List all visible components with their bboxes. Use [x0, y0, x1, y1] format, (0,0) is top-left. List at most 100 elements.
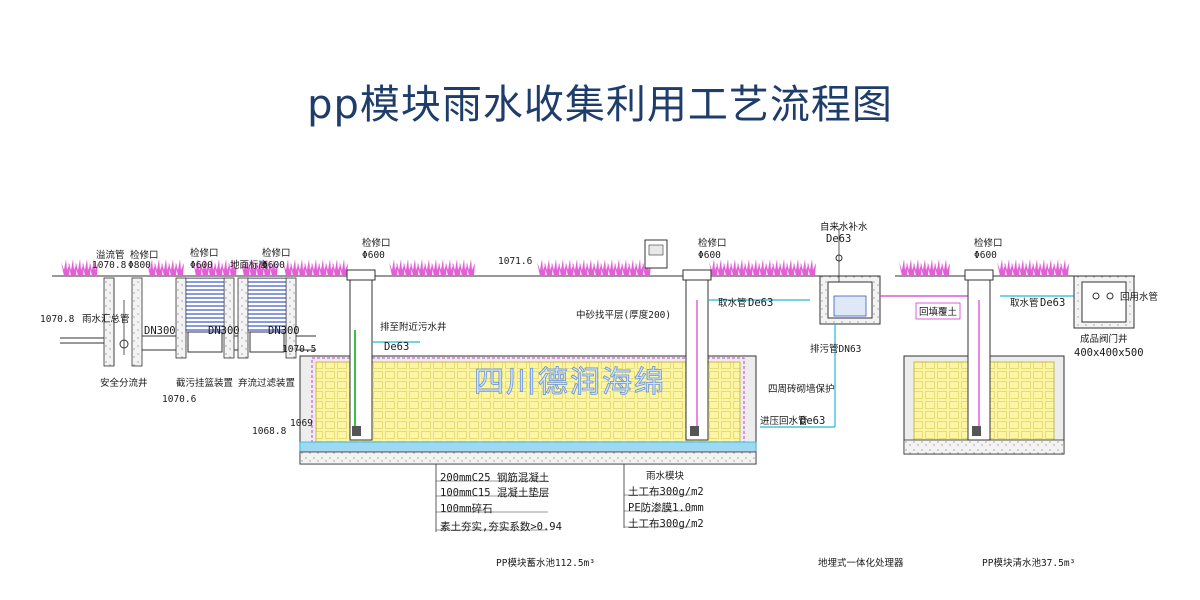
caption-tank-1: PP模块蓄水池112.5m³: [496, 557, 595, 569]
grass-tuft: [934, 259, 943, 276]
grass-tuft: [438, 259, 447, 276]
grass-tuft: [297, 259, 306, 276]
grass-tuft: [75, 259, 84, 276]
grass-tuft: [579, 259, 588, 276]
grass-tuft: [607, 259, 616, 276]
dn300-pipes: [60, 335, 316, 351]
label-intake-2: 取水管: [1010, 297, 1039, 309]
grass-tuft: [424, 259, 433, 276]
grass-tuft: [154, 259, 163, 276]
grass-tuft: [600, 259, 609, 276]
label-safe-well: 安全分流井: [100, 377, 148, 389]
label-dn300-2: DN300: [208, 325, 240, 337]
base-leaders: [435, 464, 692, 532]
grass-tuft: [558, 259, 567, 276]
grass-tuft: [1025, 259, 1034, 276]
grass-tuft: [751, 259, 760, 276]
grass-tuft: [168, 259, 177, 276]
label-intake-1: 取水管: [718, 297, 747, 309]
label-inspect-6: 检修口: [974, 237, 1003, 249]
grass-tuft: [193, 259, 202, 276]
grass-tuft: [147, 259, 156, 276]
inspection-shaft-1: [346, 269, 376, 441]
grass-tuft: [269, 259, 278, 276]
integrated-processor: [819, 228, 881, 325]
grass-tuft: [941, 259, 950, 276]
valve-well: [1073, 275, 1135, 329]
grass-tuft: [593, 259, 602, 276]
grass-tuft: [89, 259, 98, 276]
label-reuse-pipe: 回用水管: [1120, 291, 1158, 303]
grass-tuft: [228, 259, 237, 276]
grass-tuft: [248, 259, 257, 276]
label-perimeter: 四周砖砌墙保护: [768, 383, 835, 395]
grass-tuft: [82, 259, 91, 276]
grass-tuft: [586, 259, 595, 276]
grass-tuft: [283, 259, 292, 276]
grass-tuft: [262, 259, 271, 276]
grass-tuft: [1053, 259, 1062, 276]
grass-tuft: [565, 259, 574, 276]
label-inspect-1: 检修口: [130, 249, 159, 261]
label-pump-pipe: 排至附近污水井: [380, 321, 447, 333]
label-base-2: 100mmC15 混凝土垫层: [440, 486, 549, 499]
grass-tuft: [807, 259, 816, 276]
grass-tuft: [779, 259, 788, 276]
label-sand-layer: 中砂找平层(厚度200): [576, 309, 671, 321]
grass-tuft: [214, 259, 223, 276]
grass-tuft: [906, 259, 915, 276]
grass-tuft: [466, 259, 475, 276]
initial-flow-filter-device: [237, 277, 297, 359]
label-backpress: 进压回水管: [760, 415, 808, 427]
control-box-screen: [648, 244, 664, 256]
grass-tuft: [175, 259, 184, 276]
label-phi800: Φ800: [128, 260, 151, 271]
label-inspect-4: 检修口: [362, 237, 391, 249]
grass-tuft: [737, 259, 746, 276]
backfill-tag: [915, 302, 961, 320]
grass-tuft: [723, 259, 732, 276]
grass-tuft: [544, 259, 553, 276]
grass-tuft: [1011, 259, 1020, 276]
grass-tuft: [1039, 259, 1048, 276]
label-de63-1: De63: [384, 341, 409, 353]
grass-tuft: [431, 259, 440, 276]
grass-tuft: [459, 259, 468, 276]
label-de63-3: De63: [800, 415, 825, 427]
grass-tuft: [452, 259, 461, 276]
label-phi600-3: Φ600: [262, 260, 285, 271]
grass-tuft: [161, 259, 170, 276]
grass-tuft: [255, 259, 264, 276]
inspection-shaft-2: [682, 269, 712, 441]
grass-tuft: [1060, 259, 1069, 276]
grass-tuft: [614, 259, 623, 276]
label-phi600-2: Φ600: [190, 260, 213, 271]
grass-tuft: [221, 259, 230, 276]
grass-tuft: [325, 259, 334, 276]
label-valve-size: 400x400x500: [1074, 347, 1144, 359]
caption-tank-2: PP模块清水池37.5m³: [982, 557, 1075, 569]
grass-tuft: [1046, 259, 1055, 276]
grass-tuft: [68, 259, 77, 276]
grass-tuft: [927, 259, 936, 276]
label-base-3: 100mm碎石: [440, 502, 493, 515]
watermark: 四川德润海绵: [474, 365, 666, 400]
intercept-basket-device: [175, 277, 235, 359]
label-base-4: 素土夯实,夯实系数>0.94: [440, 520, 562, 533]
label-rain-main: 雨水汇总管: [82, 313, 130, 325]
grass-tuft: [551, 259, 560, 276]
grass-tuft: [628, 259, 637, 276]
label-dn300-3: DN300: [268, 325, 300, 337]
grass-tuft: [913, 259, 922, 276]
grass-tuft: [765, 259, 774, 276]
grass-tuft: [920, 259, 929, 276]
grass-tuft: [635, 259, 644, 276]
grass-tuft: [318, 259, 327, 276]
label-de63-2: De63: [748, 297, 773, 309]
grass-tuft: [730, 259, 739, 276]
label-drain: 排污管DN63: [810, 343, 861, 355]
label-elev-1069: 1069: [290, 418, 313, 429]
grass-tuft: [241, 259, 250, 276]
grass-tuft: [290, 259, 299, 276]
